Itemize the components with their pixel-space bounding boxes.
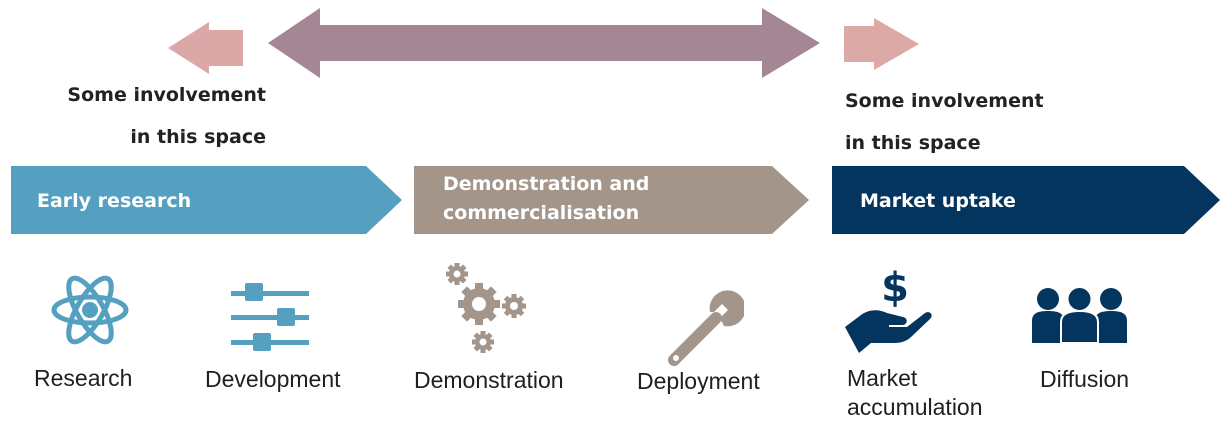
phase-demonstration-line1: Demonstration and bbox=[443, 173, 650, 195]
phase-market-uptake-chevron bbox=[832, 166, 1220, 234]
money-hand-icon: $ bbox=[845, 265, 932, 353]
phase-demonstration-chevron bbox=[414, 166, 809, 234]
phase-early-research-chevron bbox=[11, 166, 402, 234]
phase-market-uptake-label: Market uptake bbox=[860, 187, 1016, 216]
stage-demonstration-label: Demonstration bbox=[414, 366, 564, 395]
atom-icon bbox=[51, 275, 129, 345]
stage-deployment-label: Deployment bbox=[637, 367, 760, 396]
phase-early-research-text: Early research bbox=[37, 190, 192, 212]
stage-diffusion-label: Diffusion bbox=[1040, 365, 1129, 394]
stage-development-label: Development bbox=[205, 365, 341, 394]
stage-diffusion-text: Diffusion bbox=[1040, 366, 1130, 392]
left-involvement-line2: in this space bbox=[130, 126, 266, 148]
wrench-icon bbox=[668, 290, 744, 366]
right-involvement-line2: in this space bbox=[845, 132, 981, 154]
left-involvement-line1: Some involvement bbox=[67, 84, 266, 106]
left-arrow bbox=[168, 22, 243, 74]
gears-icon bbox=[446, 263, 526, 353]
svg-text:$: $ bbox=[881, 265, 909, 311]
stage-market-accumulation-line2: accumulation bbox=[847, 394, 983, 420]
phase-early-research-label: Early research bbox=[37, 187, 191, 216]
sliders-icon bbox=[231, 283, 309, 351]
phase-market-uptake-text: Market uptake bbox=[860, 190, 1016, 212]
stage-demonstration-text: Demonstration bbox=[414, 367, 564, 393]
stage-development-text: Development bbox=[205, 366, 341, 392]
right-involvement-note: Some involvement in this space bbox=[845, 80, 1105, 164]
right-involvement-line1: Some involvement bbox=[845, 90, 1044, 112]
left-involvement-note: Some involvement in this space bbox=[40, 74, 266, 158]
right-arrow bbox=[844, 18, 919, 70]
stage-market-accumulation-line1: Market bbox=[847, 365, 918, 391]
phase-demonstration-line2: commercialisation bbox=[443, 202, 640, 224]
stage-market-accumulation-label: Market accumulation bbox=[847, 364, 983, 422]
stage-research-text: Research bbox=[34, 365, 133, 391]
phase-demonstration-label: Demonstration and commercialisation bbox=[443, 170, 649, 228]
stage-research-label: Research bbox=[34, 364, 132, 393]
stage-deployment-text: Deployment bbox=[637, 368, 760, 394]
people-icon bbox=[1032, 287, 1127, 343]
double-arrow bbox=[268, 8, 820, 78]
